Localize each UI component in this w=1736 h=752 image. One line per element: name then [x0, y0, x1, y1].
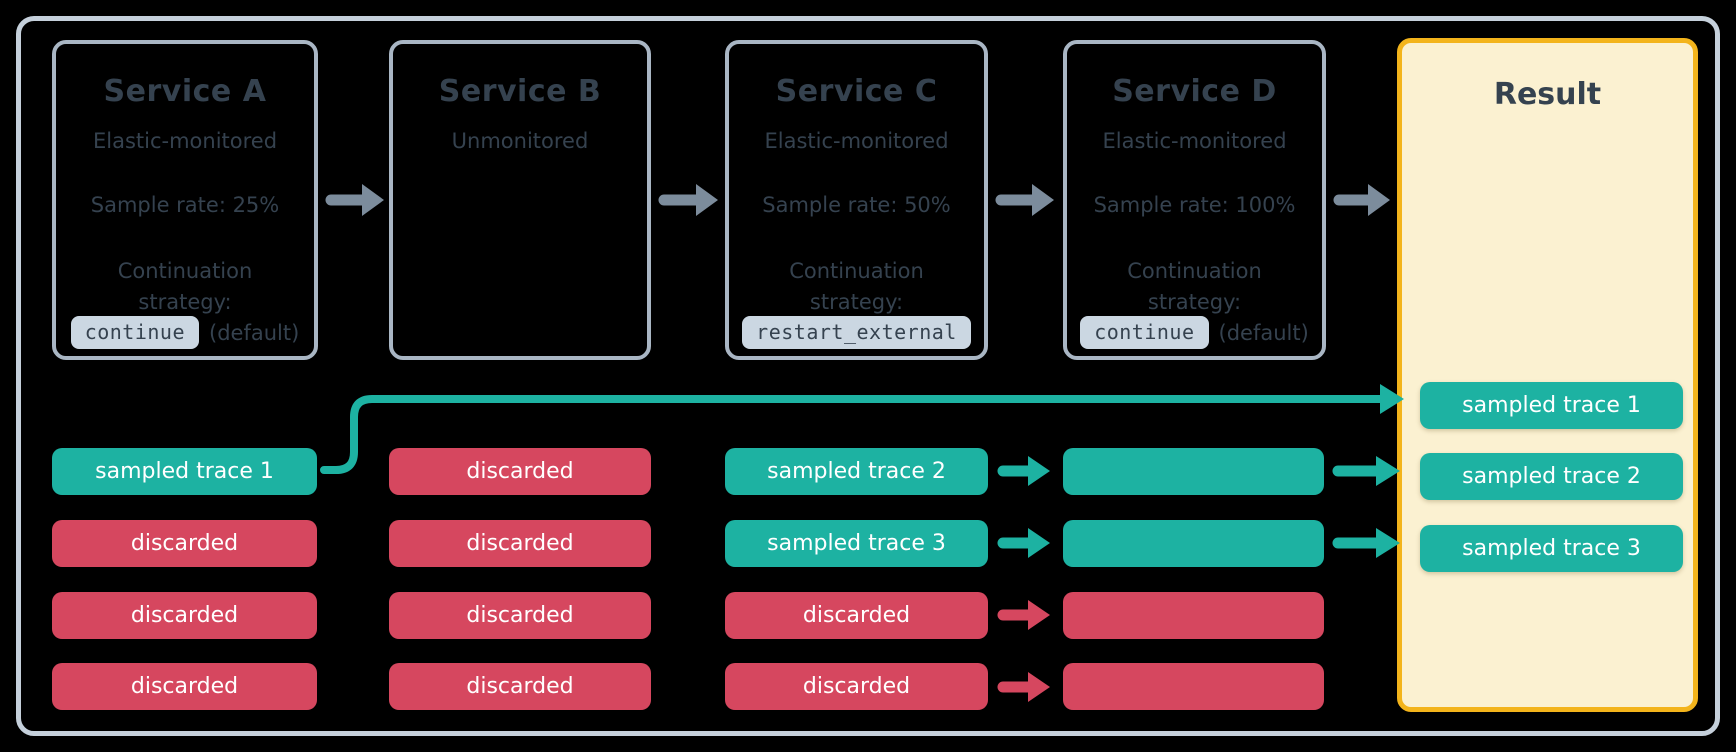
- trace-pill-c2: sampled trace 3: [725, 520, 988, 567]
- service-b-monitoring: Unmonitored: [451, 129, 589, 153]
- service-c-continuation-line2: strategy:: [809, 290, 904, 314]
- service-a-strategy-suffix: (default): [209, 320, 300, 345]
- trace-pill-d2: [1063, 520, 1324, 567]
- trace-pill-a4: discarded: [52, 663, 317, 710]
- trace-pill-c3: discarded: [725, 592, 988, 639]
- result-pill-sampled-trace-3: sampled trace 3: [1420, 525, 1683, 572]
- service-a-continuation-line1: Continuation: [117, 259, 253, 283]
- trace-pill-a1: sampled trace 1: [52, 448, 317, 495]
- service-b-title: Service B: [438, 74, 602, 109]
- outer-frame: [16, 16, 1720, 736]
- service-a-sample-rate: Sample rate: 25%: [90, 193, 280, 217]
- service-c-strategy-code-badge: restart_external: [742, 316, 971, 349]
- service-a-continuation-line2: strategy:: [138, 290, 232, 314]
- service-b-box: Service B Unmonitored: [389, 40, 651, 360]
- service-c-strategy-row: restart_external: [729, 316, 984, 349]
- service-d-strategy-suffix: (default): [1218, 320, 1309, 345]
- service-a-title: Service A: [103, 74, 267, 109]
- service-a-monitoring: Elastic-monitored: [92, 129, 278, 153]
- service-d-sample-rate: Sample rate: 100%: [1093, 193, 1296, 217]
- service-d-strategy-row: continue (default): [1067, 316, 1322, 349]
- result-pill-sampled-trace-1: sampled trace 1: [1420, 382, 1683, 429]
- service-c-title: Service C: [775, 74, 938, 109]
- result-title: Result: [1493, 77, 1602, 112]
- service-c-continuation-line1: Continuation: [789, 259, 924, 283]
- trace-pill-a2: discarded: [52, 520, 317, 567]
- trace-pill-b1: discarded: [389, 448, 651, 495]
- trace-pill-d3: [1063, 592, 1324, 639]
- trace-pill-d4: [1063, 663, 1324, 710]
- service-d-monitoring: Elastic-monitored: [1102, 129, 1287, 153]
- service-d-box: Service D Elastic-monitored Sample rate:…: [1063, 40, 1326, 360]
- trace-pill-b4: discarded: [389, 663, 651, 710]
- service-a-strategy-row: continue (default): [56, 316, 314, 349]
- service-d-title: Service D: [1112, 74, 1277, 109]
- result-box: Result sampled trace 1 sampled trace 2 s…: [1397, 38, 1698, 712]
- trace-pill-d1: [1063, 448, 1324, 495]
- service-d-continuation-line2: strategy:: [1147, 290, 1242, 314]
- result-pill-sampled-trace-2: sampled trace 2: [1420, 453, 1683, 500]
- trace-pill-b3: discarded: [389, 592, 651, 639]
- service-c-sample-rate: Sample rate: 50%: [762, 193, 951, 217]
- service-c-monitoring: Elastic-monitored: [764, 129, 949, 153]
- service-a-box: Service A Elastic-monitored Sample rate:…: [52, 40, 318, 360]
- trace-pill-b2: discarded: [389, 520, 651, 567]
- service-d-continuation-line1: Continuation: [1127, 259, 1262, 283]
- trace-pill-c1: sampled trace 2: [725, 448, 988, 495]
- service-c-box: Service C Elastic-monitored Sample rate:…: [725, 40, 988, 360]
- trace-pill-a3: discarded: [52, 592, 317, 639]
- trace-pill-c4: discarded: [725, 663, 988, 710]
- service-a-strategy-code-badge: continue: [70, 316, 200, 349]
- service-d-strategy-code-badge: continue: [1080, 316, 1209, 349]
